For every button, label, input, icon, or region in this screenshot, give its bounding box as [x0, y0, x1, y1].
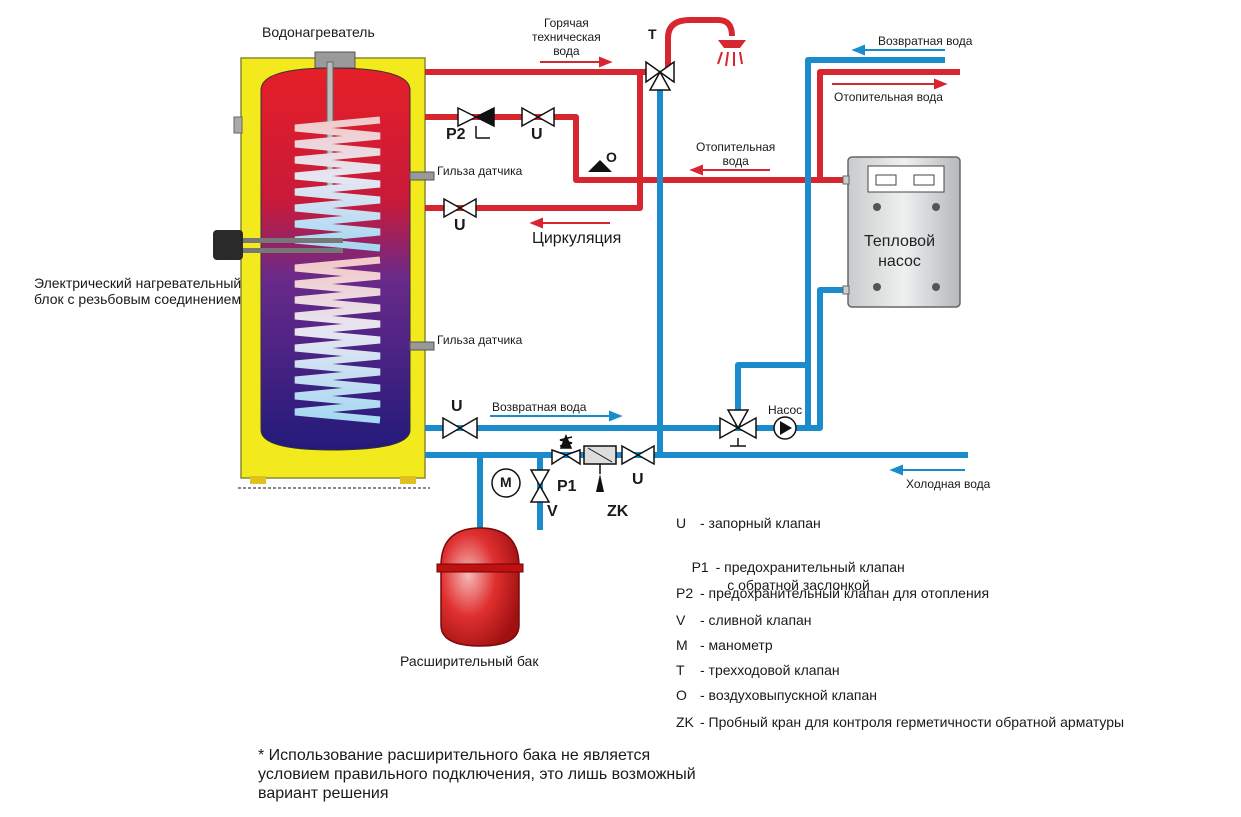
- manometer: [491, 468, 521, 498]
- mark-U-circ: U: [454, 217, 466, 234]
- electric-block-label: Электрический нагревательный блок с резь…: [34, 275, 242, 307]
- mark-O: O: [606, 149, 617, 165]
- legend-code: P1: [691, 559, 709, 575]
- legend-item: P2 - предохранительный клапан для отоплен…: [676, 585, 989, 601]
- electric-heater-block: [213, 230, 343, 260]
- sensor-sleeve-bottom-label: Гильза датчика: [437, 333, 523, 347]
- three-way-valve-pump: [719, 409, 757, 447]
- legend-code: M: [676, 637, 688, 653]
- heat-pump-label: Тепловой насос: [864, 233, 936, 270]
- valve-U-cold: [621, 444, 655, 466]
- flow-arrows: [490, 44, 965, 476]
- footnote: * Использование расширительного бака не …: [258, 747, 696, 802]
- heating-water-out-label: Отопительная вода: [834, 90, 943, 104]
- legend-code: V: [676, 612, 686, 628]
- legend-text: - запорный клапан: [700, 515, 821, 531]
- mark-U-top: U: [531, 126, 543, 143]
- legend-text: - Пробный кран для контроля герметичност…: [700, 714, 1125, 730]
- mark-M: M: [500, 474, 512, 490]
- cold-water-label: Холодная вода: [906, 477, 991, 491]
- air-vent-valve: [588, 160, 612, 172]
- legend-item: ZK - Пробный кран для контроля герметично…: [676, 714, 1124, 730]
- pump-label: Насос: [768, 403, 803, 417]
- valve-V: [529, 469, 551, 503]
- heater-label: Водонагреватель: [262, 24, 375, 40]
- return-water-bottom-label: Возвратная вода: [492, 400, 587, 414]
- legend-item: O - воздуховыпускной клапан: [676, 687, 877, 703]
- circulation-label: Циркуляция: [532, 230, 622, 247]
- mark-T: T: [648, 26, 657, 42]
- mark-ZK: ZK: [607, 503, 629, 520]
- circulation-pump: [773, 416, 797, 440]
- legend-code: U: [676, 515, 687, 531]
- legend-text: - трехходовой клапан: [700, 662, 840, 678]
- legend-text: - сливной клапан: [700, 612, 812, 628]
- mark-V: V: [547, 503, 558, 520]
- legend-text: - предохранительный клапан для отопления: [700, 585, 990, 601]
- return-water-top-label: Возвратная вода: [878, 34, 973, 48]
- mark-U-cold: U: [632, 471, 644, 488]
- sensor-sleeve-top-label: Гильза датчика: [437, 164, 523, 178]
- hot-water-label: Горячая техническая вода: [532, 16, 601, 58]
- legend-item: U - запорный клапан: [676, 515, 821, 531]
- check-valve-body: [583, 445, 617, 492]
- cold-pipes: [425, 57, 968, 530]
- valve-T: [645, 60, 675, 91]
- legend-text: - манометр: [700, 637, 773, 653]
- legend-item: M - манометр: [676, 637, 773, 653]
- mark-U-return: U: [451, 398, 463, 415]
- legend-item: P1 - предохранительный клапан с обратной …: [676, 540, 905, 612]
- valve-U-top: [521, 106, 555, 128]
- heat-exchanger-coil: [294, 116, 381, 424]
- heating-water-mid-label: Отопительная вода: [696, 140, 776, 168]
- legend-item: T - трехходовой клапан: [676, 662, 840, 678]
- legend-code: ZK: [676, 714, 694, 730]
- expansion-tank-label: Расширительный бак: [400, 653, 539, 669]
- water-heater: [213, 51, 435, 489]
- legend-code: P2: [676, 585, 694, 601]
- legend-item: V - сливной клапан: [676, 612, 812, 628]
- legend-code: O: [676, 687, 687, 703]
- heat-pump: [842, 156, 961, 308]
- sensor-sleeve-bottom: [409, 341, 435, 351]
- legend-code: T: [676, 662, 685, 678]
- sensor-sleeve-top: [409, 171, 435, 181]
- valve-U-return: [442, 416, 478, 440]
- valve-P2: [457, 106, 495, 139]
- valve-U-circ: [443, 197, 477, 219]
- mark-P1: P1: [557, 478, 577, 495]
- mark-P2: P2: [446, 126, 466, 143]
- valve-P1: [551, 434, 581, 466]
- expansion-tank: [436, 527, 524, 647]
- hot-pipes: [425, 17, 960, 211]
- legend-text: - воздуховыпускной клапан: [700, 687, 877, 703]
- legend-text: - предохранительный клапан с обратной за…: [715, 559, 905, 593]
